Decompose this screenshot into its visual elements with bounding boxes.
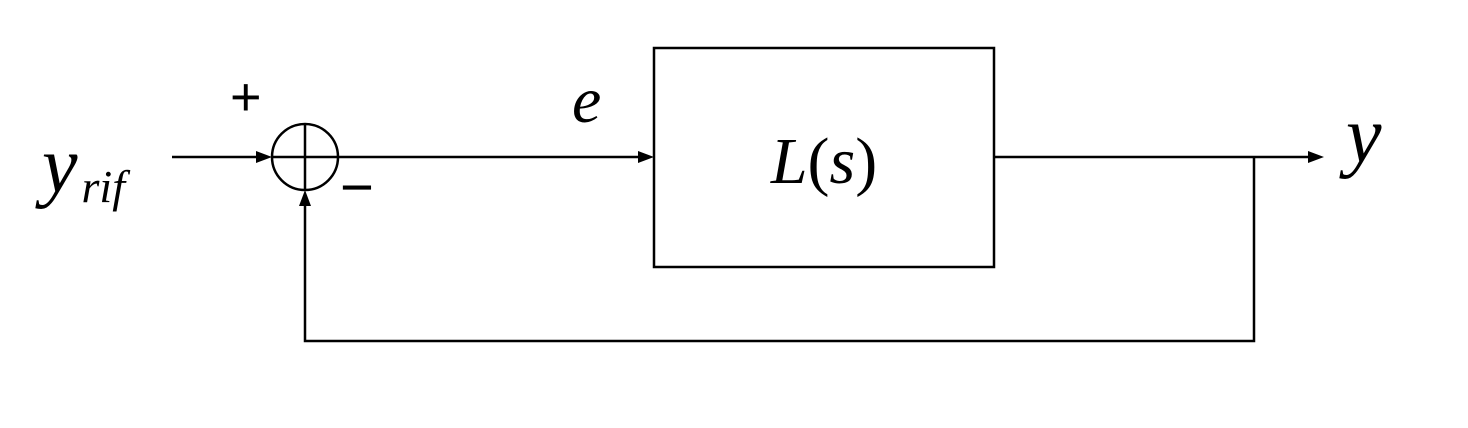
block-label: L(s): [770, 125, 877, 198]
error-arrowhead: [638, 151, 654, 163]
minus-sign: −: [340, 155, 374, 220]
input-label: yrif: [35, 122, 131, 212]
input-subscript: rif: [82, 161, 132, 212]
error-label: e: [572, 64, 601, 137]
summing-junction: [270, 122, 340, 192]
output-arrowhead: [1308, 151, 1324, 163]
plus-sign: +: [230, 67, 262, 127]
input-symbol: y: [35, 122, 78, 210]
output-label: y: [1339, 92, 1382, 180]
feedback-path: [303, 157, 1256, 343]
transfer-function-block: [652, 46, 996, 269]
input-arrowhead: [256, 151, 272, 163]
feedback-arrowhead: [299, 190, 311, 206]
